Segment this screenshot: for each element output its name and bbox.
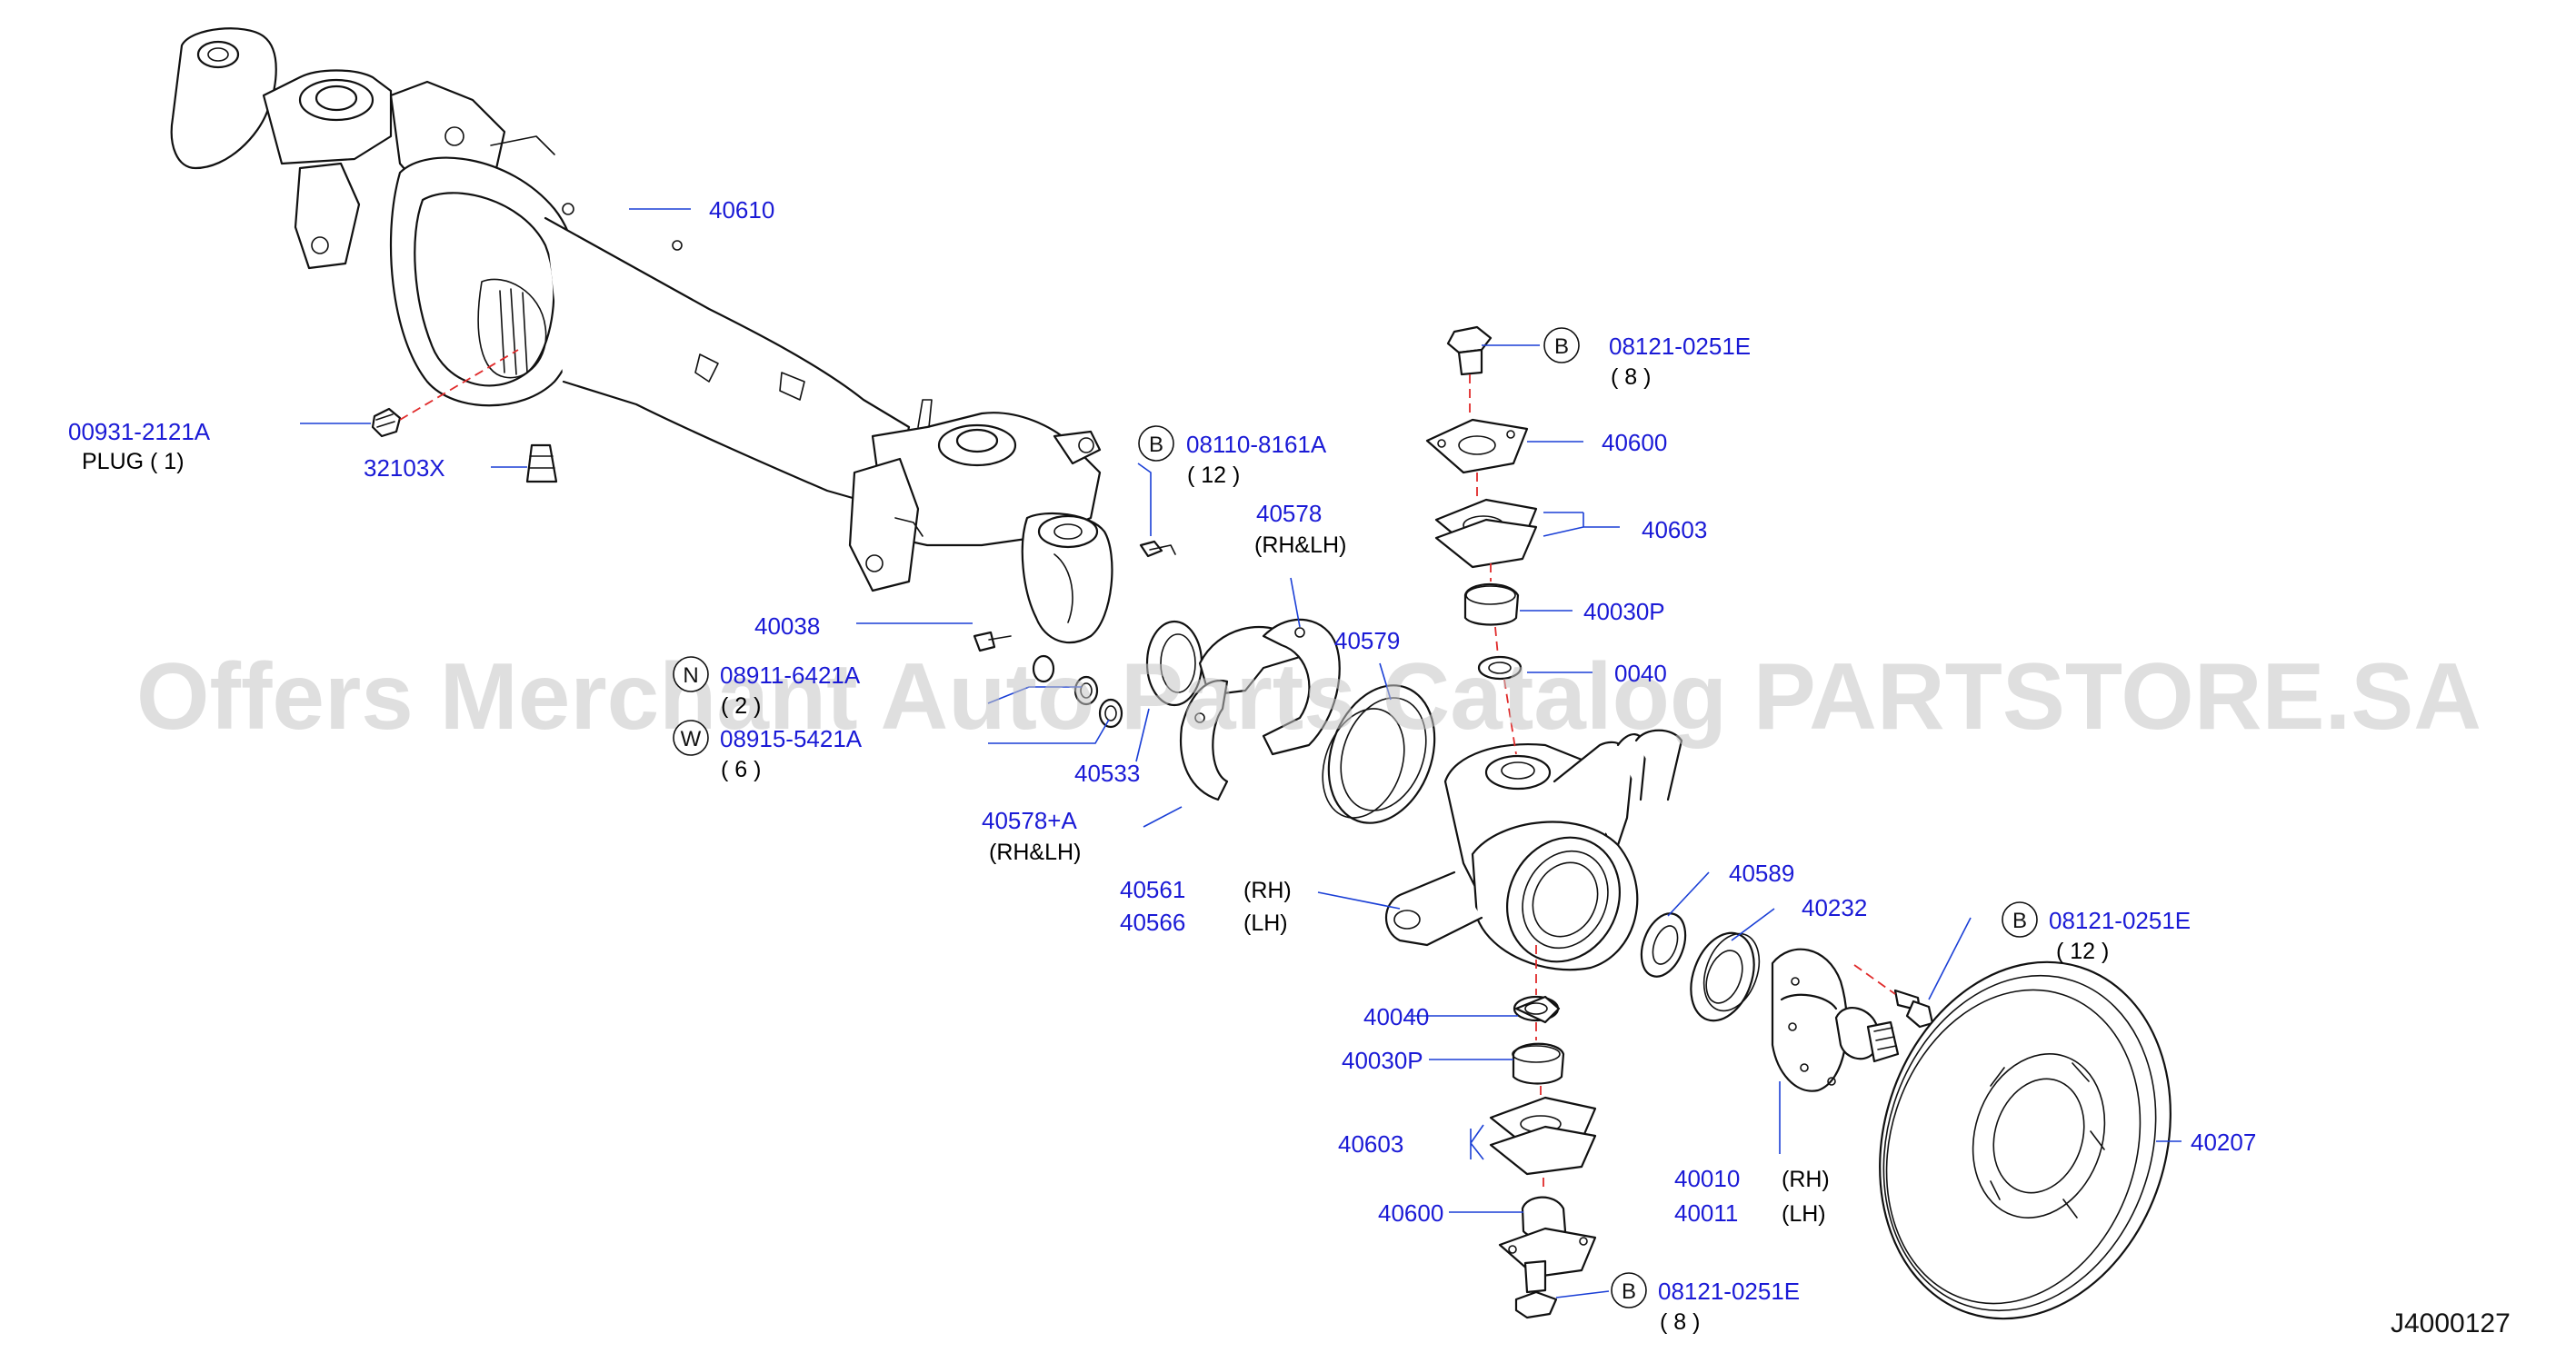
label-hub-lh-note: (LH) <box>1782 1201 1826 1227</box>
bolt-badge-top <box>1543 327 1580 363</box>
label-bolt-rotor: 08121-0251E <box>2049 907 2191 934</box>
label-bearing-40232: 40232 <box>1802 894 1867 921</box>
knuckle-drawing <box>1385 729 1683 971</box>
label-seal-40589: 40589 <box>1729 860 1794 887</box>
leader-lines <box>300 208 2182 1298</box>
kingpin-top-centerline <box>1469 374 1517 755</box>
label-seal-40579: 40579 <box>1334 627 1400 654</box>
label-bolt-08110: 08110-8161A <box>1186 431 1327 458</box>
nut-washer-drawing <box>1032 654 1123 729</box>
bolt-badge-rotor-letter: B <box>2012 909 2027 933</box>
label-bolt-rotor-qty: ( 12 ) <box>2056 939 2109 964</box>
seal-40589-drawing <box>1640 912 1687 978</box>
label-bolt-bottom-qty: ( 8 ) <box>1660 1309 1700 1335</box>
label-bushing-bottom: 40030P <box>1342 1047 1423 1074</box>
bolt-badge-top-letter: B <box>1554 334 1569 359</box>
nut-badge-letter: N <box>683 663 698 688</box>
label-knuckle-lh-note: (LH) <box>1243 910 1288 936</box>
label-cone-bottom: 40040 <box>1363 1003 1429 1030</box>
label-washer-qty: ( 6 ) <box>721 757 761 782</box>
label-bolt-top: 08121-0251E <box>1609 333 1751 360</box>
hub-drawing <box>1771 948 1900 1092</box>
label-hub-rh: 40010 <box>1674 1165 1740 1192</box>
nut-badge <box>673 656 709 692</box>
label-knuckle-rh-note: (RH) <box>1243 878 1292 903</box>
label-axle-housing: 40610 <box>709 196 774 224</box>
bolt-badge-bottom <box>1611 1272 1647 1308</box>
label-plug-note: PLUG ( 1) <box>82 449 185 474</box>
bolt-08110-drawing <box>1139 540 1176 558</box>
label-gasket-40578-note: (RH&LH) <box>1254 532 1346 558</box>
label-rotor: 40207 <box>2191 1129 2256 1156</box>
label-nut-qty: ( 2 ) <box>721 693 761 719</box>
label-gasket-40578a: 40578+A <box>982 807 1077 834</box>
breather-drawing <box>525 443 558 483</box>
bolt-badge-1 <box>1138 425 1174 462</box>
rotor-40207-drawing <box>1879 960 2172 1320</box>
plug-centerline <box>399 349 519 421</box>
plug-drawing <box>371 407 402 438</box>
label-plug-part: 00931-2121A <box>68 418 211 445</box>
label-bolt-08110-qty: ( 12 ) <box>1187 463 1240 488</box>
label-bolt-top-qty: ( 8 ) <box>1611 364 1651 390</box>
bolt-rotor-drawing <box>1893 989 1934 1029</box>
label-gasket-40578a-note: (RH&LH) <box>989 840 1081 865</box>
rotor-bolt-centerline <box>1853 964 1896 995</box>
seal-40533-drawing <box>1145 620 1203 707</box>
axle-housing-drawing <box>170 27 1113 644</box>
label-stud-40038: 40038 <box>754 612 820 640</box>
kingpin-bottom-centerline <box>1535 945 1544 1192</box>
label-knuckle-lh: 40566 <box>1120 909 1185 936</box>
washer-badge <box>673 720 709 756</box>
kingpin-top-stack-drawing <box>1425 325 1538 681</box>
seal-40579-drawing <box>1322 684 1436 824</box>
label-nut: 08911-6421A <box>720 662 861 689</box>
label-bushing-top: 40030P <box>1583 598 1665 625</box>
label-breather: 32103X <box>364 454 445 482</box>
bearing-40232-drawing <box>1690 931 1761 1022</box>
label-seal-40533: 40533 <box>1074 760 1140 787</box>
kingpin-bottom-stack-drawing <box>1489 995 1597 1319</box>
label-washer: 08915-5421A <box>720 725 863 752</box>
gasket-40578-drawing <box>1180 618 1341 801</box>
label-gasket-40578: 40578 <box>1256 500 1322 527</box>
watermark-text: Offers Merchant Auto Parts Catalog PARTS… <box>136 644 2481 750</box>
bolt-badge-rotor <box>2002 901 2038 938</box>
label-shim-bottom: 40603 <box>1338 1130 1403 1158</box>
label-hub-lh: 40011 <box>1674 1199 1738 1227</box>
label-knuckle-rh: 40561 <box>1120 876 1185 903</box>
washer-badge-letter: W <box>681 727 702 751</box>
label-shim-top: 40603 <box>1642 516 1707 543</box>
label-cap-top: 40600 <box>1602 429 1667 456</box>
label-bolt-bottom: 08121-0251E <box>1658 1278 1800 1305</box>
label-cap-bottom: 40600 <box>1378 1199 1443 1227</box>
bolt-badge-1-letter: B <box>1149 433 1163 457</box>
label-hub-rh-note: (RH) <box>1782 1167 1830 1192</box>
stud-40038-drawing <box>973 631 1012 652</box>
label-cone-top: 0040 <box>1614 660 1667 687</box>
bolt-badge-bottom-letter: B <box>1622 1279 1636 1304</box>
drawing-id: J4000127 <box>2391 1308 2511 1338</box>
